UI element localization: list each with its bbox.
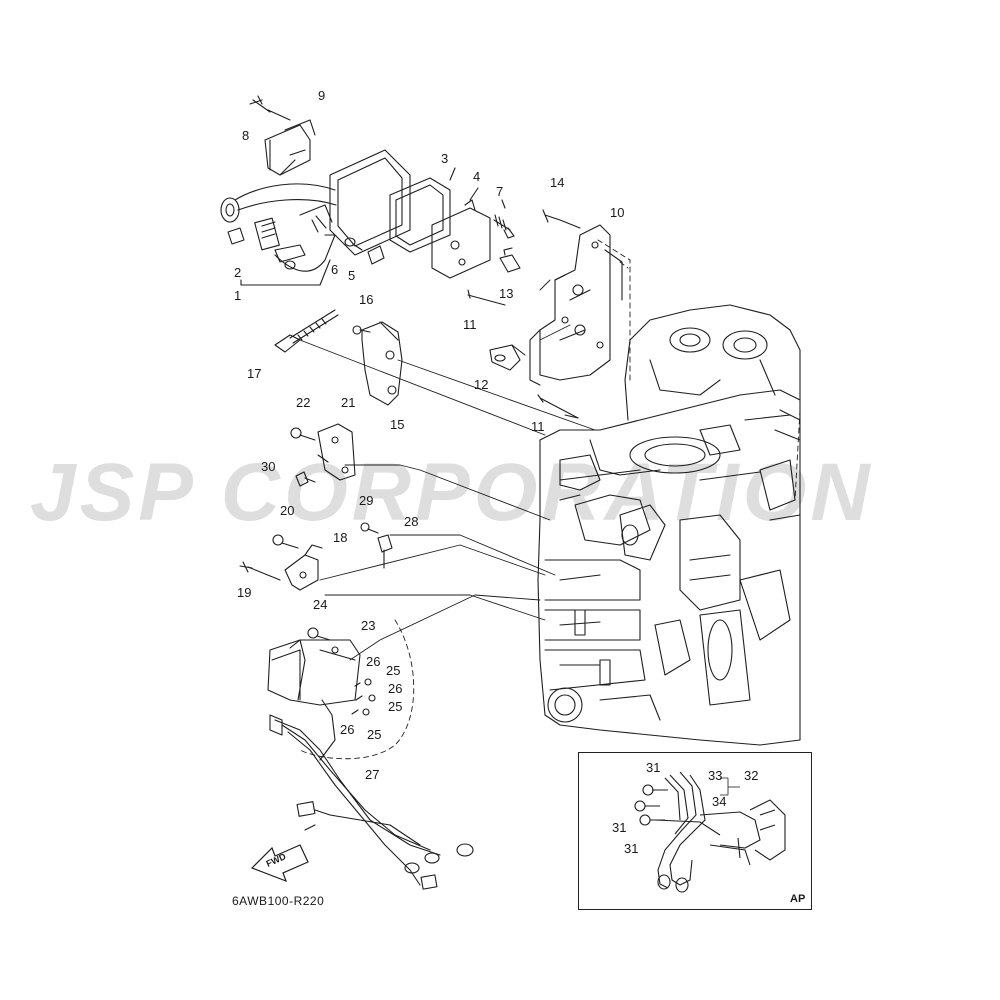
part-17-cable-tie — [274, 309, 339, 353]
callout-5: 5 — [348, 268, 356, 283]
callout-29: 29 — [359, 493, 374, 508]
callout-8: 8 — [242, 128, 250, 143]
callout-11-upper: 11 — [463, 317, 477, 332]
part-21-bracket — [317, 423, 356, 481]
part-7-bolt — [493, 199, 515, 239]
part-19-bolt — [239, 561, 281, 581]
callout-32: 32 — [744, 768, 759, 783]
callout-25-b: 25 — [388, 699, 403, 714]
leader-lines — [299, 279, 596, 661]
watermark-text: JSP CORPORATION — [30, 447, 874, 538]
part-28-bolt — [377, 534, 393, 569]
callout-27: 27 — [365, 767, 380, 782]
callout-33: 33 — [708, 768, 723, 783]
callout-1: 1 — [234, 288, 242, 303]
callout-23: 23 — [361, 618, 376, 633]
part-22-bolt — [290, 427, 316, 441]
callout-34: 34 — [712, 794, 727, 809]
callout-9: 9 — [318, 88, 326, 103]
callout-10: 10 — [610, 205, 625, 220]
part-25-26-small-parts — [351, 678, 376, 716]
part-5-clip — [367, 245, 385, 265]
part-18-bracket — [284, 544, 323, 591]
callout-15: 15 — [390, 417, 405, 432]
part-11-bolt-upper — [467, 289, 506, 306]
part-8-bolt — [249, 95, 291, 121]
callout-22: 22 — [296, 395, 311, 410]
part-13-sensor — [499, 247, 521, 273]
part-10-bracket — [529, 224, 623, 386]
callout-31-a: 31 — [646, 760, 661, 775]
callout-25-c: 25 — [367, 727, 382, 742]
part-29-bolt — [360, 522, 379, 534]
callout-31-b: 31 — [612, 820, 627, 835]
inset-ap-illustration — [634, 771, 786, 893]
callout-13: 13 — [499, 286, 514, 301]
engine-block-illustration — [537, 304, 801, 746]
part-24-bolt — [307, 627, 331, 641]
callout-31-c: 31 — [624, 841, 639, 856]
diagram-code: 6AWB100-R220 — [232, 894, 325, 908]
callout-16: 16 — [359, 292, 374, 307]
callout-ticks — [720, 777, 740, 796]
part-23-bracket — [267, 639, 361, 706]
callout-26-a: 26 — [366, 654, 381, 669]
part-20-bolt — [272, 534, 299, 549]
callout-6: 6 — [331, 262, 339, 277]
callout-30: 30 — [261, 459, 276, 474]
part-15-bracket — [361, 321, 403, 406]
inset-label: AP — [790, 893, 806, 905]
callout-21: 21 — [341, 395, 356, 410]
part-12-clamp — [489, 344, 526, 371]
callout-12: 12 — [474, 377, 489, 392]
callout-4: 4 — [473, 169, 481, 184]
callout-2: 2 — [234, 265, 242, 280]
part-30-bolt — [295, 471, 316, 487]
part-11-bolt-lower — [537, 394, 579, 419]
part-27-wiring-harness — [269, 699, 474, 890]
part-1-harness-module — [220, 119, 411, 286]
callout-14: 14 — [550, 175, 565, 190]
inset-ap-frame — [578, 752, 812, 910]
part-4-plate — [431, 187, 491, 279]
callout-11-lower: 11 — [531, 419, 545, 434]
callout-3: 3 — [441, 151, 449, 166]
callout-18: 18 — [333, 530, 348, 545]
callout-24: 24 — [313, 597, 328, 612]
part-3-gasket — [389, 167, 456, 253]
callout-25-a: 25 — [386, 663, 401, 678]
callout-20: 20 — [280, 503, 295, 518]
part-14-bolt — [542, 209, 581, 229]
callout-19: 19 — [237, 585, 252, 600]
engine-dashed-outlines — [597, 239, 801, 501]
part-16-bolt — [352, 325, 371, 335]
callout-7: 7 — [496, 184, 504, 199]
callout-26-c: 26 — [340, 722, 355, 737]
part-6-screw — [344, 237, 363, 251]
fwd-arrow-icon — [250, 844, 309, 883]
callout-28: 28 — [404, 514, 419, 529]
callout-26-b: 26 — [388, 681, 403, 696]
callout-17: 17 — [247, 366, 262, 381]
